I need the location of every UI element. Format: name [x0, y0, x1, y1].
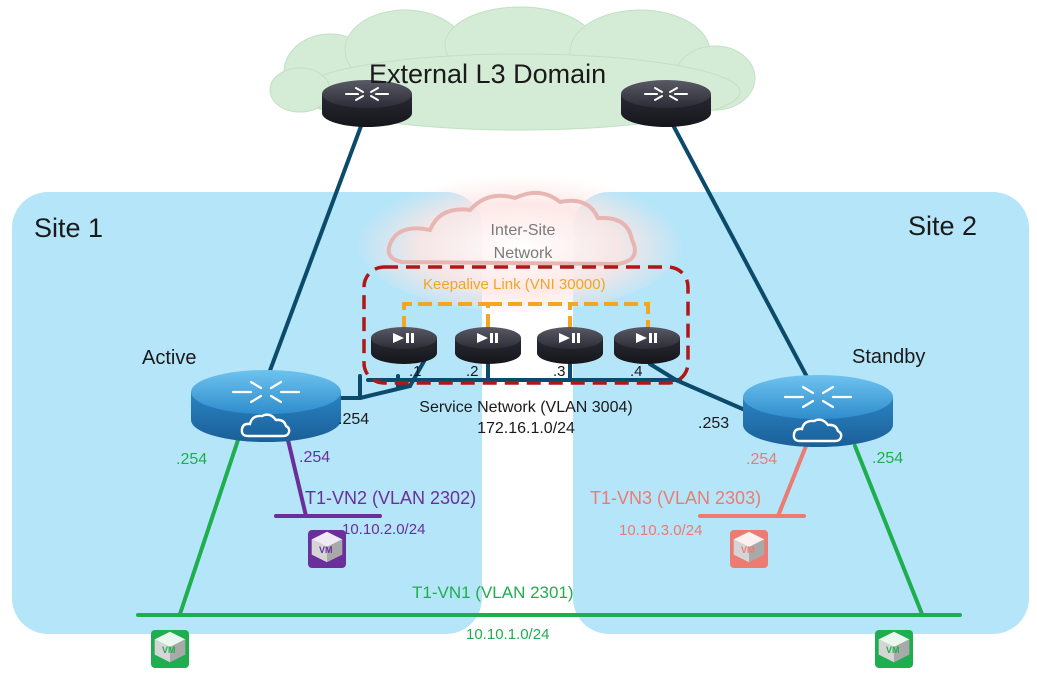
site-2-title: Site 2 [908, 211, 978, 241]
vn2-name: T1-VN2 (VLAN 2302) [305, 488, 477, 508]
standby-cloud-router-icon [743, 375, 893, 449]
vm-vn3-icon: VM [730, 530, 768, 568]
vm-vn2-icon: VM [308, 530, 346, 568]
vm-label: VM [886, 645, 900, 655]
service-node-2-icon [455, 327, 521, 364]
service-network-subnet: 172.16.1.0/24 [477, 420, 575, 437]
service-network-name: Service Network (VLAN 3004) [419, 399, 633, 416]
service-node-1-icon [371, 327, 437, 364]
vn3-network [698, 444, 808, 518]
service-node-2-ip: .2 [466, 363, 479, 380]
active-vn2-ip: .254 [299, 449, 331, 466]
active-service-ip: .254 [338, 411, 370, 428]
vm-label: VM [162, 645, 176, 655]
inter-site-title-line1: Inter-Site [490, 222, 556, 239]
standby-vn3-ip: .254 [746, 451, 778, 468]
inter-site-cloud [386, 190, 637, 267]
service-node-group [362, 265, 690, 385]
inter-site-glow [355, 168, 685, 312]
service-node-3-icon [537, 327, 603, 364]
active-cloud-router-icon [191, 370, 341, 444]
vn1-subnet: 10.10.1.0/24 [466, 626, 550, 643]
external-domain-title: External L3 Domain [369, 59, 607, 89]
standby-vn1-ip: .254 [872, 450, 904, 467]
vn3-subnet: 10.10.3.0/24 [619, 522, 703, 539]
keepalive-links [402, 302, 650, 330]
vn2-subnet: 10.10.2.0/24 [342, 521, 426, 538]
vm-label: VM [319, 545, 333, 555]
uplinks [260, 108, 817, 394]
active-vn1-ip: .254 [176, 451, 208, 468]
inter-site-title-line2: Network [493, 245, 553, 262]
vn2-network [274, 438, 382, 518]
vn1-network [136, 438, 962, 617]
service-node-4-ip: .4 [630, 363, 643, 380]
service-node-4-icon [614, 327, 680, 364]
external-router-right-icon [621, 80, 711, 128]
vn1-name: T1-VN1 (VLAN 2301) [412, 583, 574, 602]
service-network-links [336, 354, 747, 412]
standby-service-ip: .253 [698, 415, 730, 432]
service-node-3-ip: .3 [553, 363, 566, 380]
active-label: Active [142, 347, 197, 369]
standby-label: Standby [852, 346, 926, 368]
site-1-title: Site 1 [34, 213, 104, 243]
vm-vn1-left-icon: VM [151, 630, 189, 668]
keepalive-label: Keepalive Link (VNI 30000) [423, 276, 606, 293]
vm-vn1-right-icon: VM [875, 630, 913, 668]
vn3-name: T1-VN3 (VLAN 2303) [590, 488, 762, 508]
vm-label: VM [741, 545, 755, 555]
service-node-1-ip: .1 [409, 363, 422, 380]
